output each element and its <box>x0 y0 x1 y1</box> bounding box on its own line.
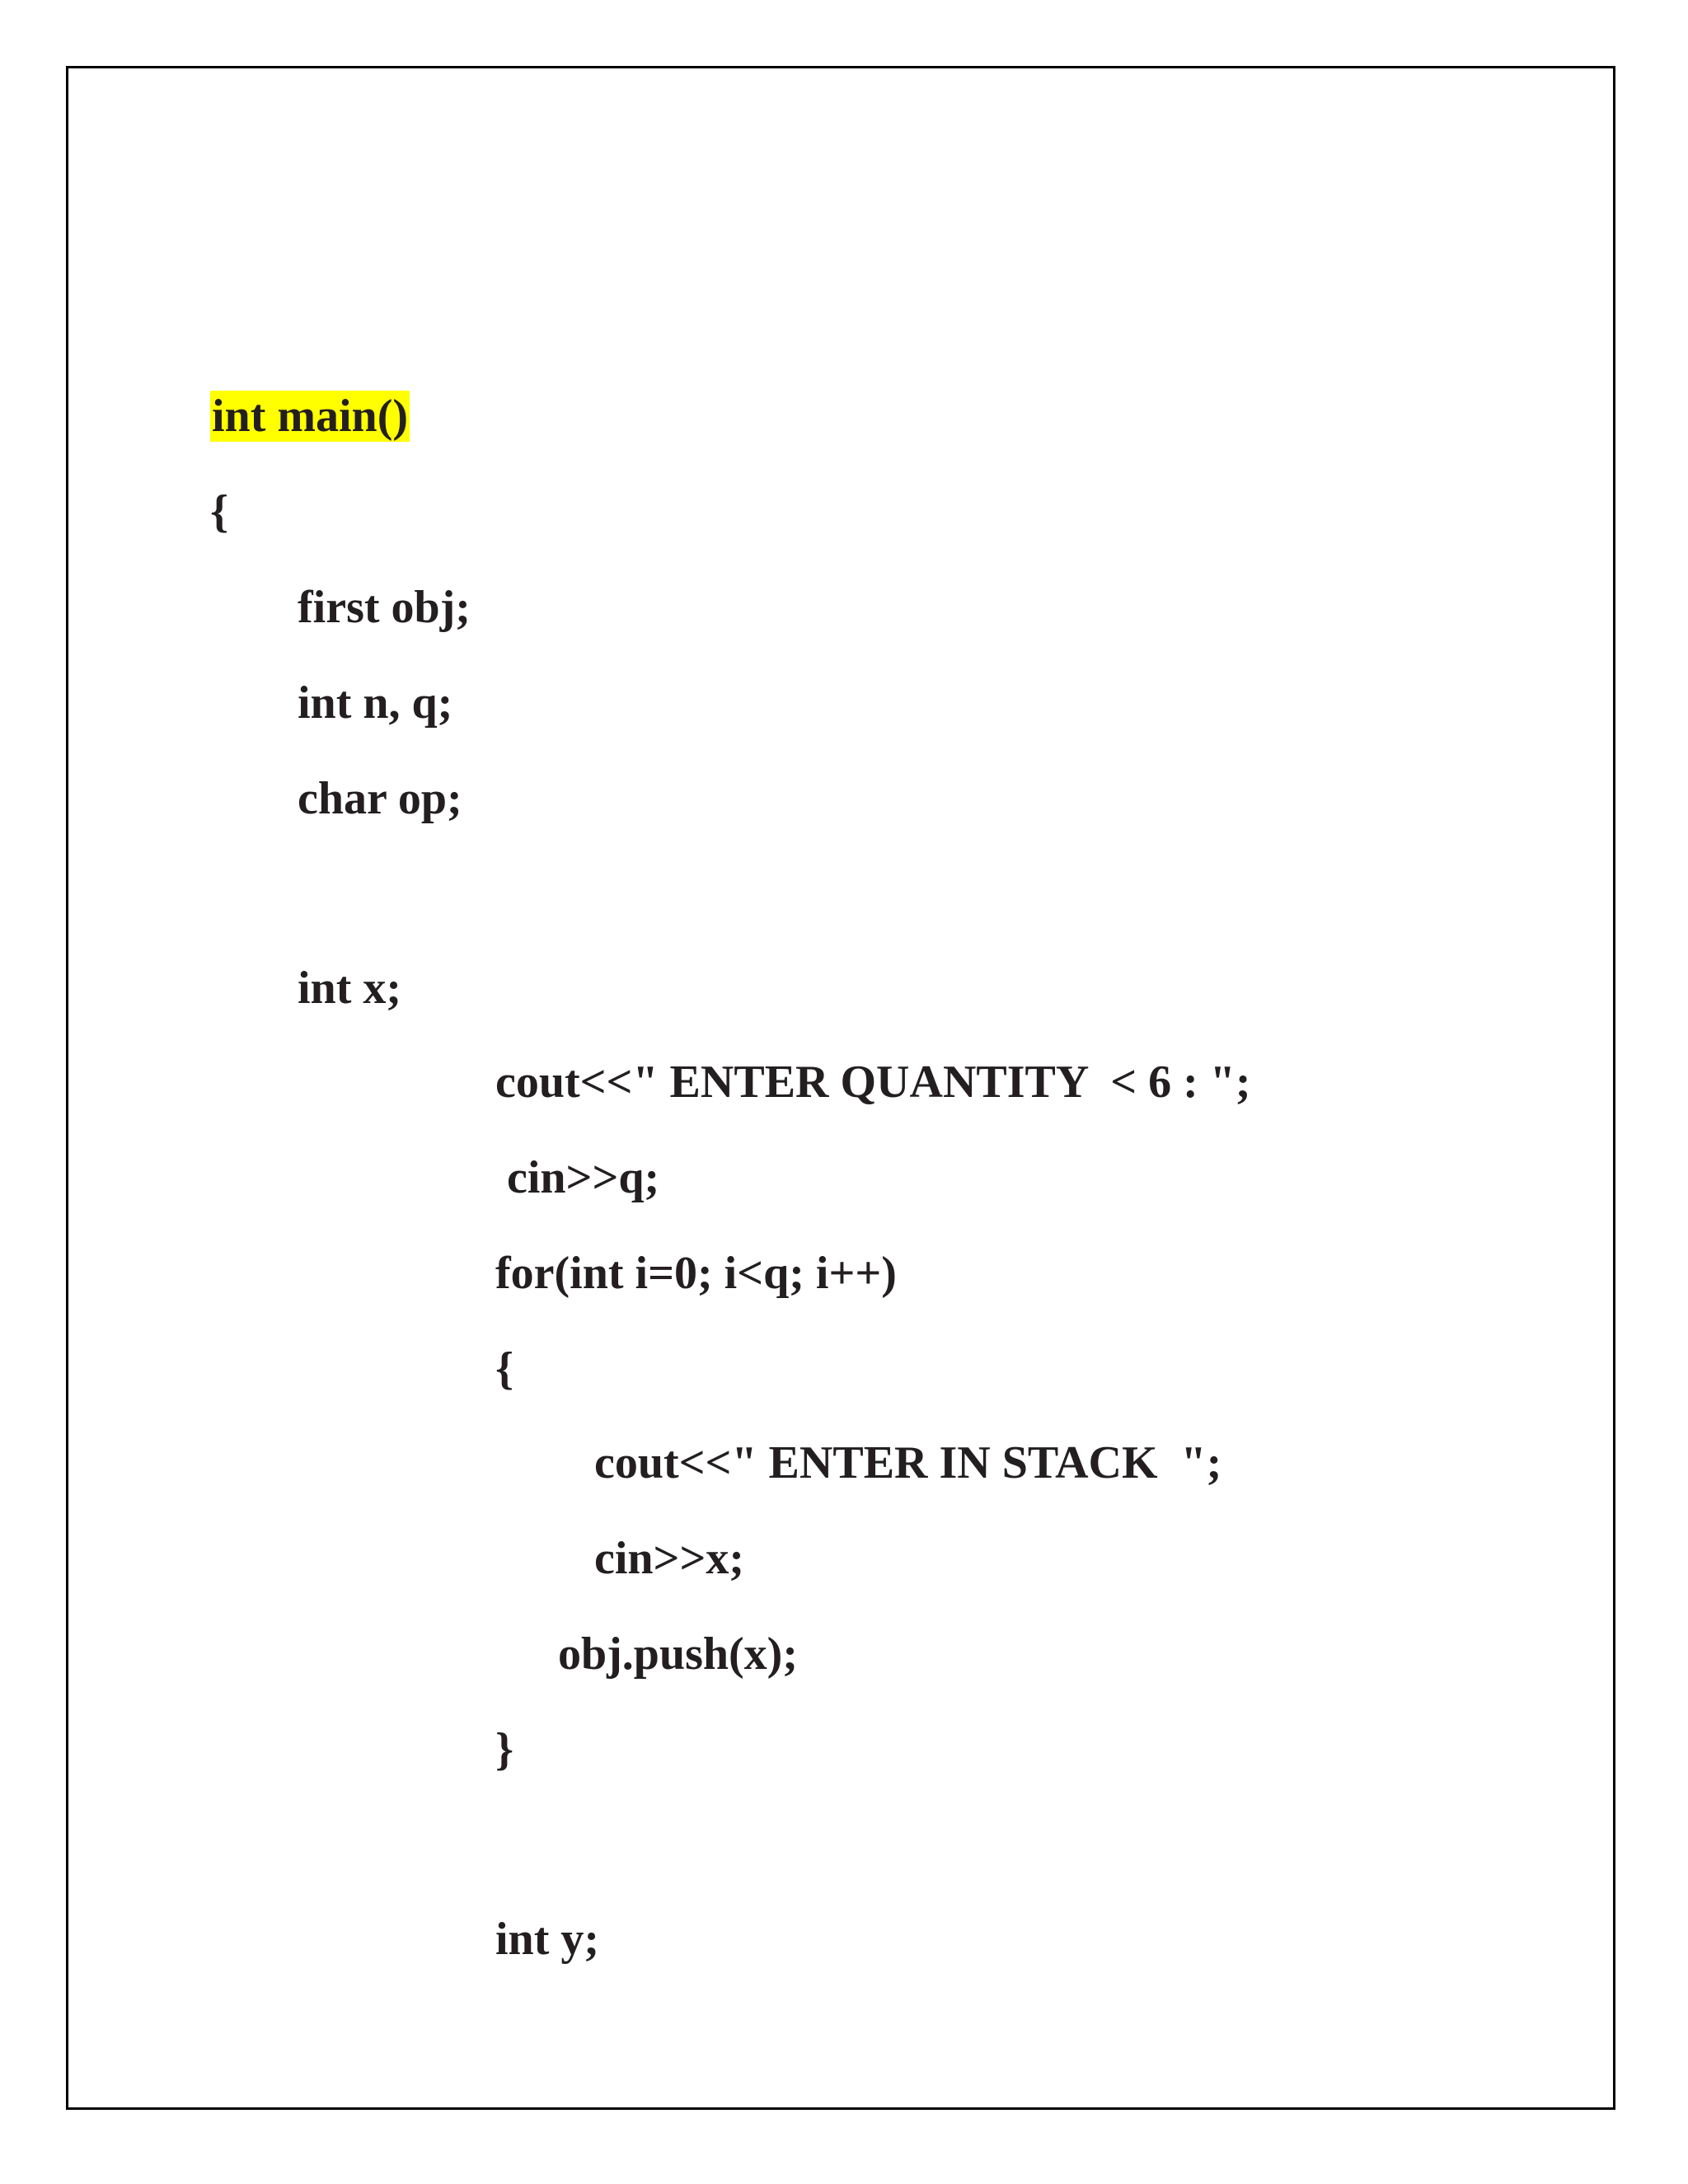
code-line-open-brace: { <box>210 486 229 537</box>
code-line-stack-prompt: cout<<" ENTER IN STACK "; <box>594 1437 1222 1488</box>
code-line-int-declaration: int n, q; <box>298 677 453 729</box>
code-line-quantity-prompt: cout<<" ENTER QUANTITY < 6 : "; <box>495 1057 1251 1108</box>
code-line-for-loop: for(int i=0; i<q; i++) <box>495 1248 897 1299</box>
code-line-x-declaration: int x; <box>298 963 401 1014</box>
code-line-push: obj.push(x); <box>558 1629 798 1680</box>
code-line-main-signature: int main() <box>210 388 410 444</box>
code-line-read-quantity: cin>>q; <box>495 1152 660 1203</box>
page-border: int main() { first obj; int n, q; char o… <box>66 66 1615 2110</box>
code-line-char-declaration: char op; <box>298 773 462 824</box>
code-line-loop-open-brace: { <box>495 1343 514 1394</box>
highlighted-text: int main() <box>210 391 410 442</box>
code-line-y-declaration: int y; <box>495 1914 599 1965</box>
code-line-object-declaration: first obj; <box>298 582 471 633</box>
code-line-read-x: cin>>x; <box>594 1533 745 1584</box>
code-line-loop-close-brace: } <box>495 1724 514 1775</box>
